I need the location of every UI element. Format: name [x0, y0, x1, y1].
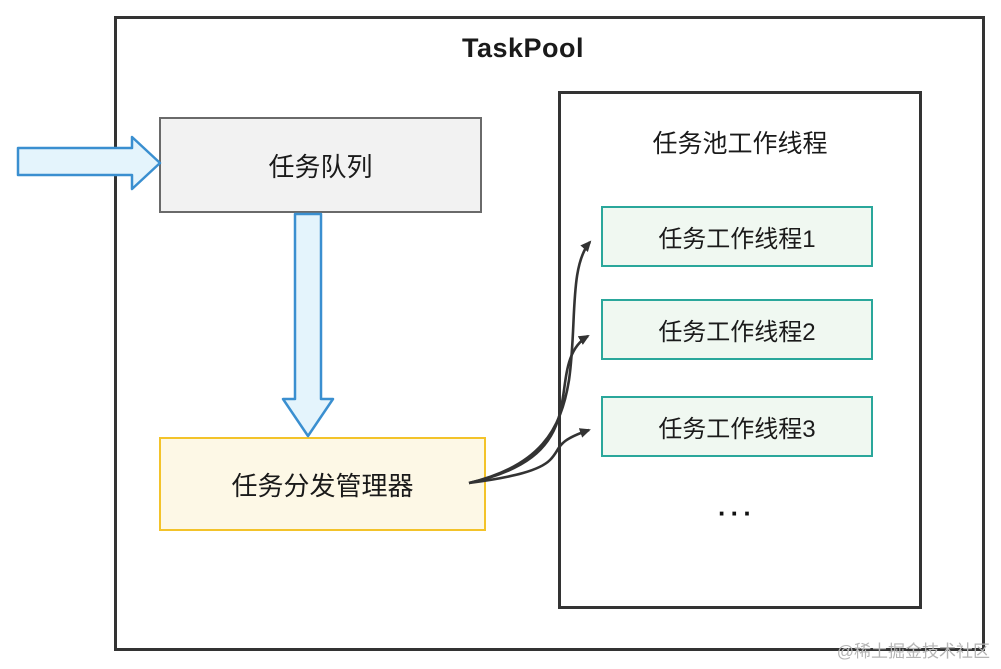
task-queue-label: 任务队列	[268, 151, 373, 182]
task-queue-box: 任务队列	[159, 117, 482, 213]
worker-thread-3-label: 任务工作线程3	[658, 416, 816, 443]
diagram-title: TaskPool	[461, 33, 585, 63]
worker-thread-box-1: 任务工作线程1	[601, 206, 873, 267]
task-manager-label: 任务分发管理器	[231, 470, 414, 501]
worker-thread-box-2: 任务工作线程2	[601, 299, 873, 360]
worker-thread-box-3: 任务工作线程3	[601, 396, 873, 457]
worker-thread-1-label: 任务工作线程1	[658, 226, 816, 253]
watermark: @稀土掘金技术社区	[836, 642, 990, 661]
worker-pool-title: 任务池工作线程	[652, 130, 828, 158]
worker-thread-2-label: 任务工作线程2	[658, 319, 816, 346]
task-manager-box: 任务分发管理器	[159, 437, 486, 531]
more-workers-ellipsis: ···	[718, 498, 756, 528]
